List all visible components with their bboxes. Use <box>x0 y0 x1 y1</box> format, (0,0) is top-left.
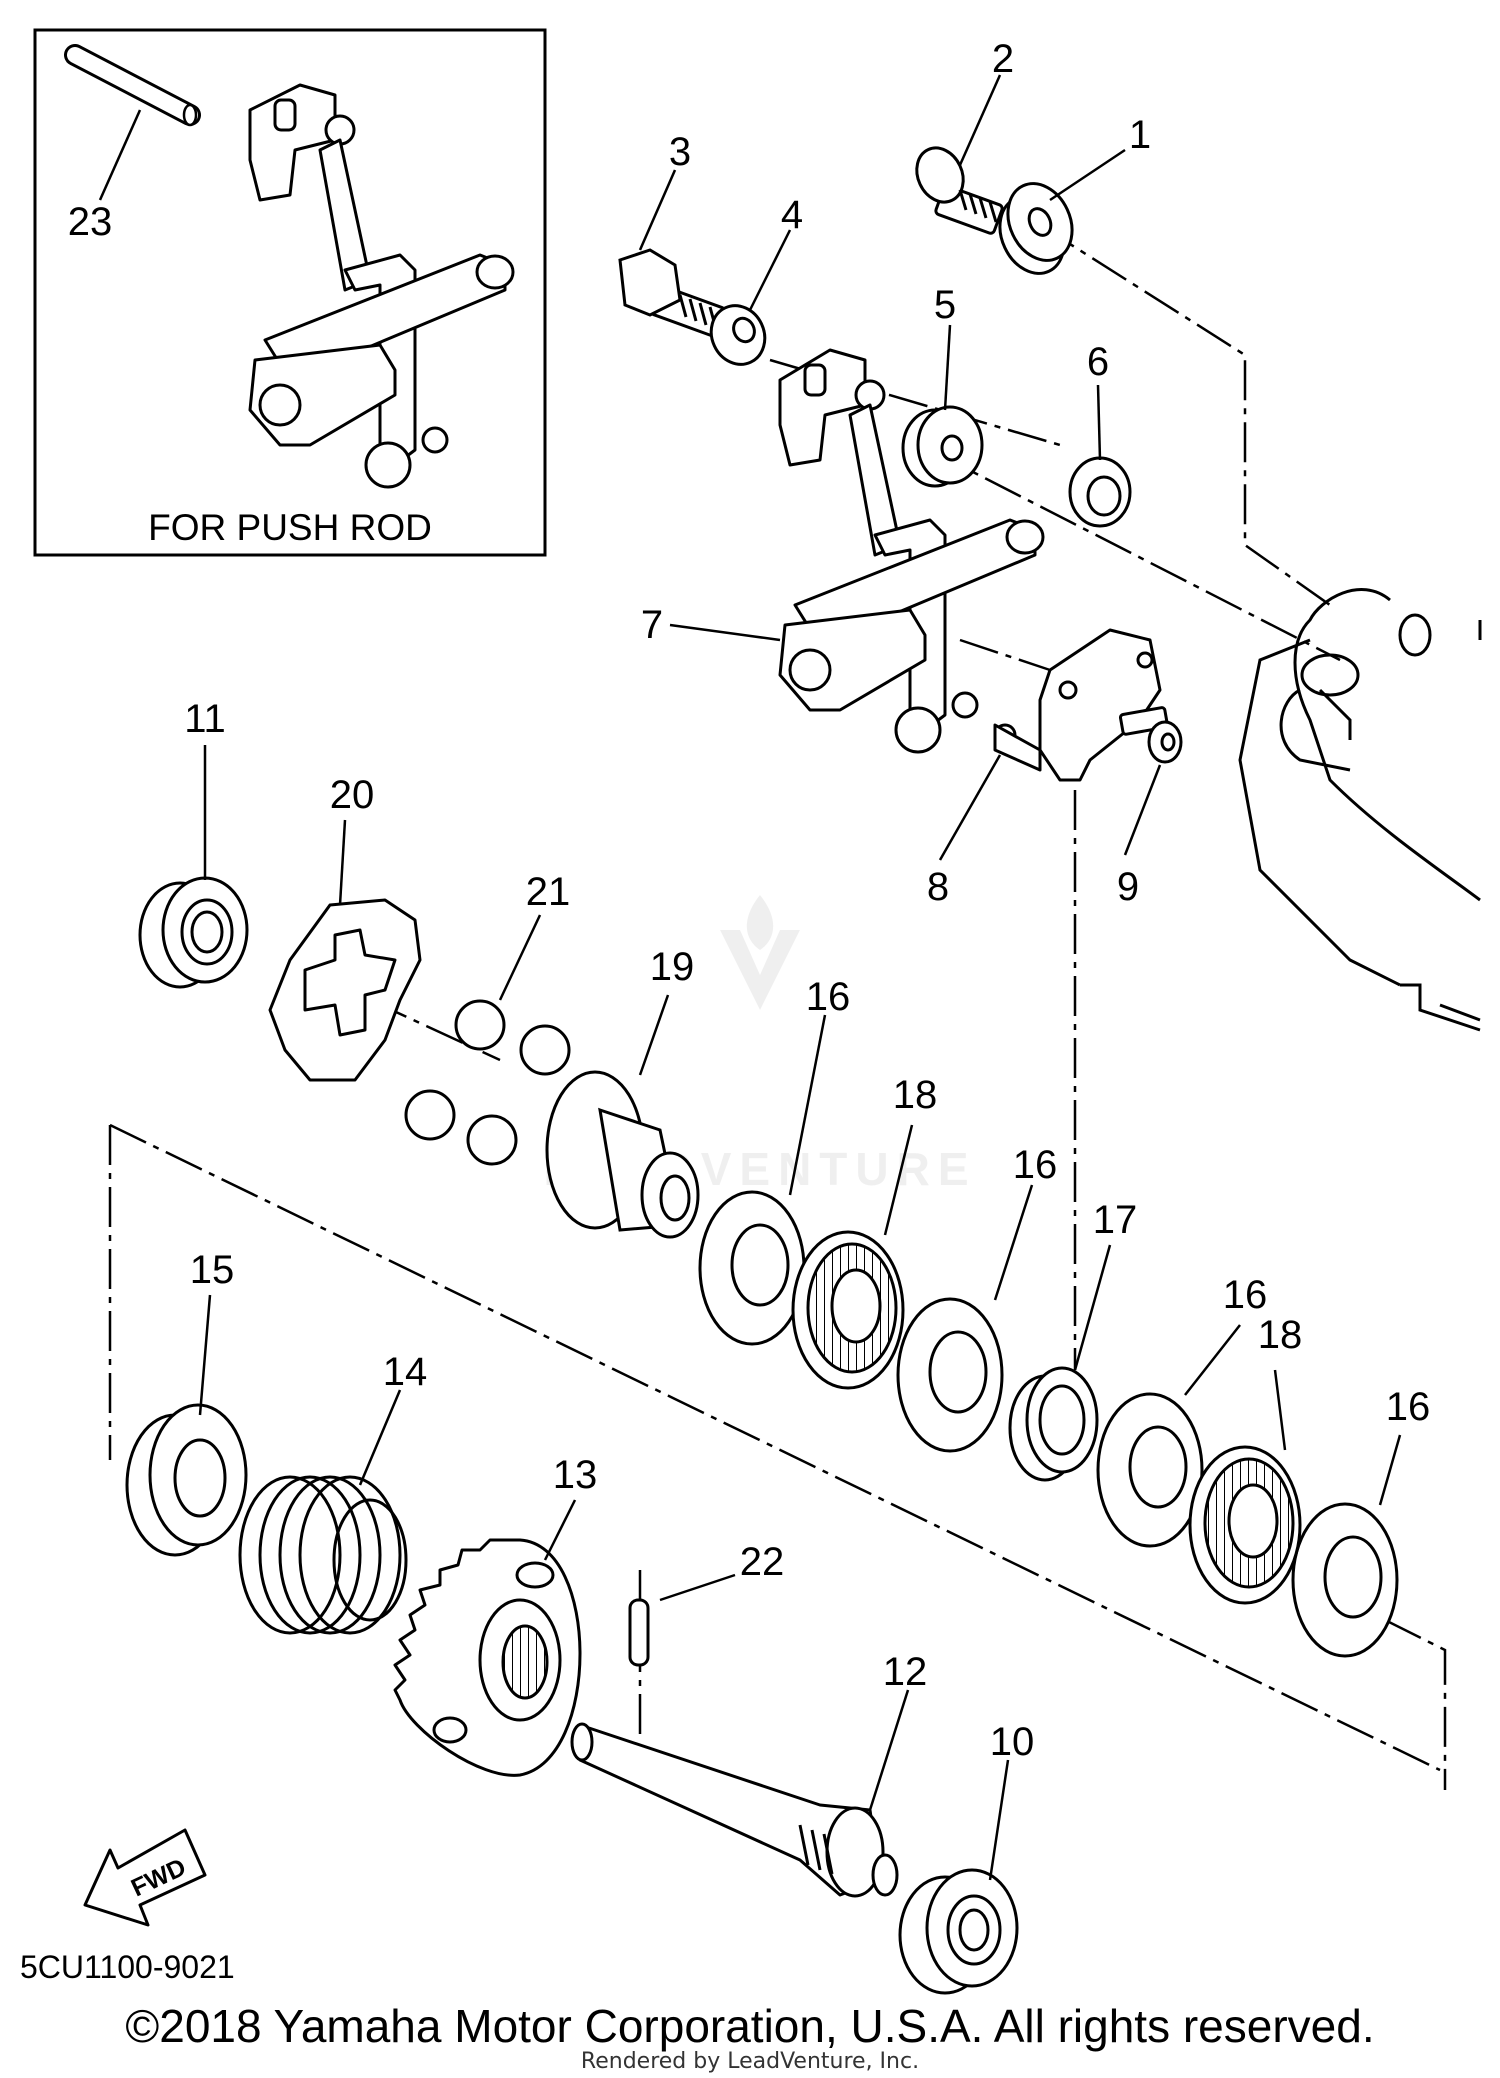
callout-18-b: 18 <box>1258 1313 1303 1357</box>
callout-19: 19 <box>650 945 695 989</box>
part-17-collar <box>1008 1366 1099 1482</box>
push-rod-inset: 23 FOR PUSH ROD <box>33 28 547 557</box>
inset-lever-assembly <box>248 83 515 489</box>
callouts: 1 2 3 4 5 6 7 8 9 10 11 12 13 14 15 16 1… <box>184 37 1430 1764</box>
callout-23: 23 <box>68 200 113 244</box>
engine-case <box>1238 588 1482 1032</box>
callout-10: 10 <box>990 1720 1035 1764</box>
callout-8: 8 <box>927 865 949 909</box>
diagram-code: 5CU1100-9021 <box>20 1949 235 1985</box>
callout-15: 15 <box>190 1248 235 1292</box>
callout-22: 22 <box>740 1540 785 1584</box>
callout-16-d: 16 <box>1386 1385 1431 1429</box>
leader-23 <box>98 109 142 201</box>
part-12-shaft <box>570 1722 899 1898</box>
callout-11: 11 <box>184 697 226 741</box>
part-21-balls <box>404 999 571 1166</box>
fwd-arrow: FWD <box>83 1828 207 1927</box>
callout-3: 3 <box>669 130 691 174</box>
part-1-washer <box>998 182 1074 275</box>
callout-12: 12 <box>883 1650 928 1694</box>
callout-1: 1 <box>1129 113 1151 157</box>
part-16-washer-d <box>1291 1502 1399 1658</box>
callout-18-a: 18 <box>893 1073 938 1117</box>
callout-17: 17 <box>1093 1198 1138 1242</box>
part-16-washer-a <box>698 1190 806 1346</box>
part-16-washer-b <box>896 1297 1004 1453</box>
inset-label: FOR PUSH ROD <box>148 507 432 548</box>
push-rod-part <box>64 44 201 127</box>
part-7-lever-assembly <box>778 348 1045 754</box>
callout-7: 7 <box>641 603 663 647</box>
part-3-bolt <box>618 248 727 338</box>
part-11-bearing <box>138 876 249 989</box>
part-15-oil-seal <box>125 1403 248 1557</box>
part-20-cam <box>268 898 422 1082</box>
part-16-washer-c <box>1096 1392 1204 1548</box>
callout-16-a: 16 <box>806 975 851 1019</box>
part-18-needle-bearing-b <box>1188 1445 1302 1605</box>
part-22-pin <box>628 1598 650 1667</box>
callout-20: 20 <box>330 773 375 817</box>
leader-lines <box>198 74 1402 1881</box>
copyright-notice: ©2018 Yamaha Motor Corporation, U.S.A. A… <box>125 2000 1375 2052</box>
assembly-lines <box>108 223 1447 1790</box>
inset-frame <box>33 28 547 557</box>
callout-21: 21 <box>526 870 571 914</box>
callout-6: 6 <box>1087 340 1109 384</box>
part-14-spring <box>238 1475 408 1635</box>
part-4-washer <box>709 304 767 366</box>
part-10-bearing <box>898 1868 1019 1995</box>
callout-4: 4 <box>781 193 803 237</box>
callout-16-b: 16 <box>1013 1143 1058 1187</box>
part-19-collar <box>545 1070 700 1239</box>
part-2-bolt <box>915 146 1004 235</box>
callout-13: 13 <box>553 1453 598 1497</box>
part-6-oil-seal <box>1068 456 1132 528</box>
part-5-collar <box>901 405 984 488</box>
rendered-by-text: Rendered by LeadVenture, Inc. <box>580 2049 920 2074</box>
callout-9: 9 <box>1117 865 1139 909</box>
part-13-ratchet <box>393 1538 582 1777</box>
part-8-bracket <box>993 628 1162 782</box>
callout-16-c: 16 <box>1223 1273 1268 1317</box>
callout-5: 5 <box>934 283 956 327</box>
part-18-needle-bearing-a <box>791 1230 905 1390</box>
callout-14: 14 <box>383 1350 428 1394</box>
part-9-screw <box>1118 706 1183 764</box>
callout-2: 2 <box>992 37 1014 81</box>
